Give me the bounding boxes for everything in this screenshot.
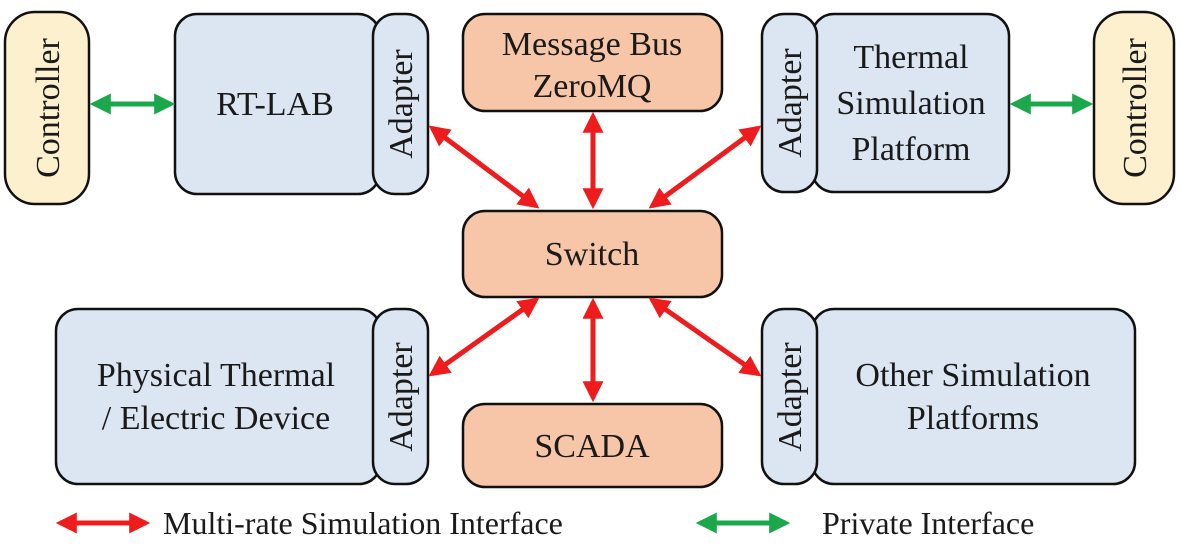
thermal-line1: Thermal — [853, 39, 968, 76]
scada-label: SCADA — [534, 428, 650, 465]
arrow-other-switch — [648, 297, 762, 377]
rtlab-adapter: Adapter — [371, 12, 430, 196]
arrow-physical-switch — [428, 297, 540, 377]
controller-left: Controller — [3, 10, 91, 206]
controller-right-label: Controller — [1117, 37, 1154, 177]
arrow-thermal-switch — [648, 125, 762, 209]
rtlab-adapter-label: Adapter — [383, 49, 420, 159]
controller-right: Controller — [1092, 10, 1176, 206]
scada: SCADA — [461, 402, 724, 489]
other-platforms: Other Simulation Platforms — [810, 307, 1137, 486]
rtlab-platform: RT-LAB — [173, 12, 382, 196]
physical-adapter-label: Adapter — [383, 342, 420, 452]
controller-left-label: Controller — [30, 37, 67, 177]
other-line1: Other Simulation — [855, 357, 1090, 394]
rtlab-label: RT-LAB — [216, 86, 334, 123]
other-adapter-label: Adapter — [772, 342, 809, 452]
arrow-rtlab-switch — [428, 125, 540, 209]
switch-label: Switch — [545, 236, 639, 273]
physical-line1: Physical Thermal — [97, 357, 335, 394]
physical-adapter: Adapter — [371, 307, 430, 486]
message-bus-line2: ZeroMQ — [533, 68, 652, 105]
switch: Switch — [461, 209, 724, 299]
legend: Multi-rate Simulation Interface Private … — [55, 505, 1034, 541]
other-line2: Platforms — [907, 400, 1039, 437]
thermal-adapter: Adapter — [760, 12, 819, 194]
legend-private-label: Private Interface — [822, 505, 1034, 541]
other-adapter: Adapter — [760, 307, 819, 486]
thermal-line2: Simulation — [836, 85, 985, 122]
message-bus-line1: Message Bus — [502, 26, 682, 63]
message-bus: Message Bus ZeroMQ — [461, 12, 724, 113]
physical-line2: / Electric Device — [102, 400, 330, 437]
thermal-adapter-label: Adapter — [772, 48, 809, 158]
thermal-line3: Platform — [852, 131, 971, 168]
physical-device: Physical Thermal / Electric Device — [54, 307, 383, 486]
thermal-platform: Thermal Simulation Platform — [810, 12, 1011, 194]
legend-multi-rate-label: Multi-rate Simulation Interface — [163, 505, 563, 541]
